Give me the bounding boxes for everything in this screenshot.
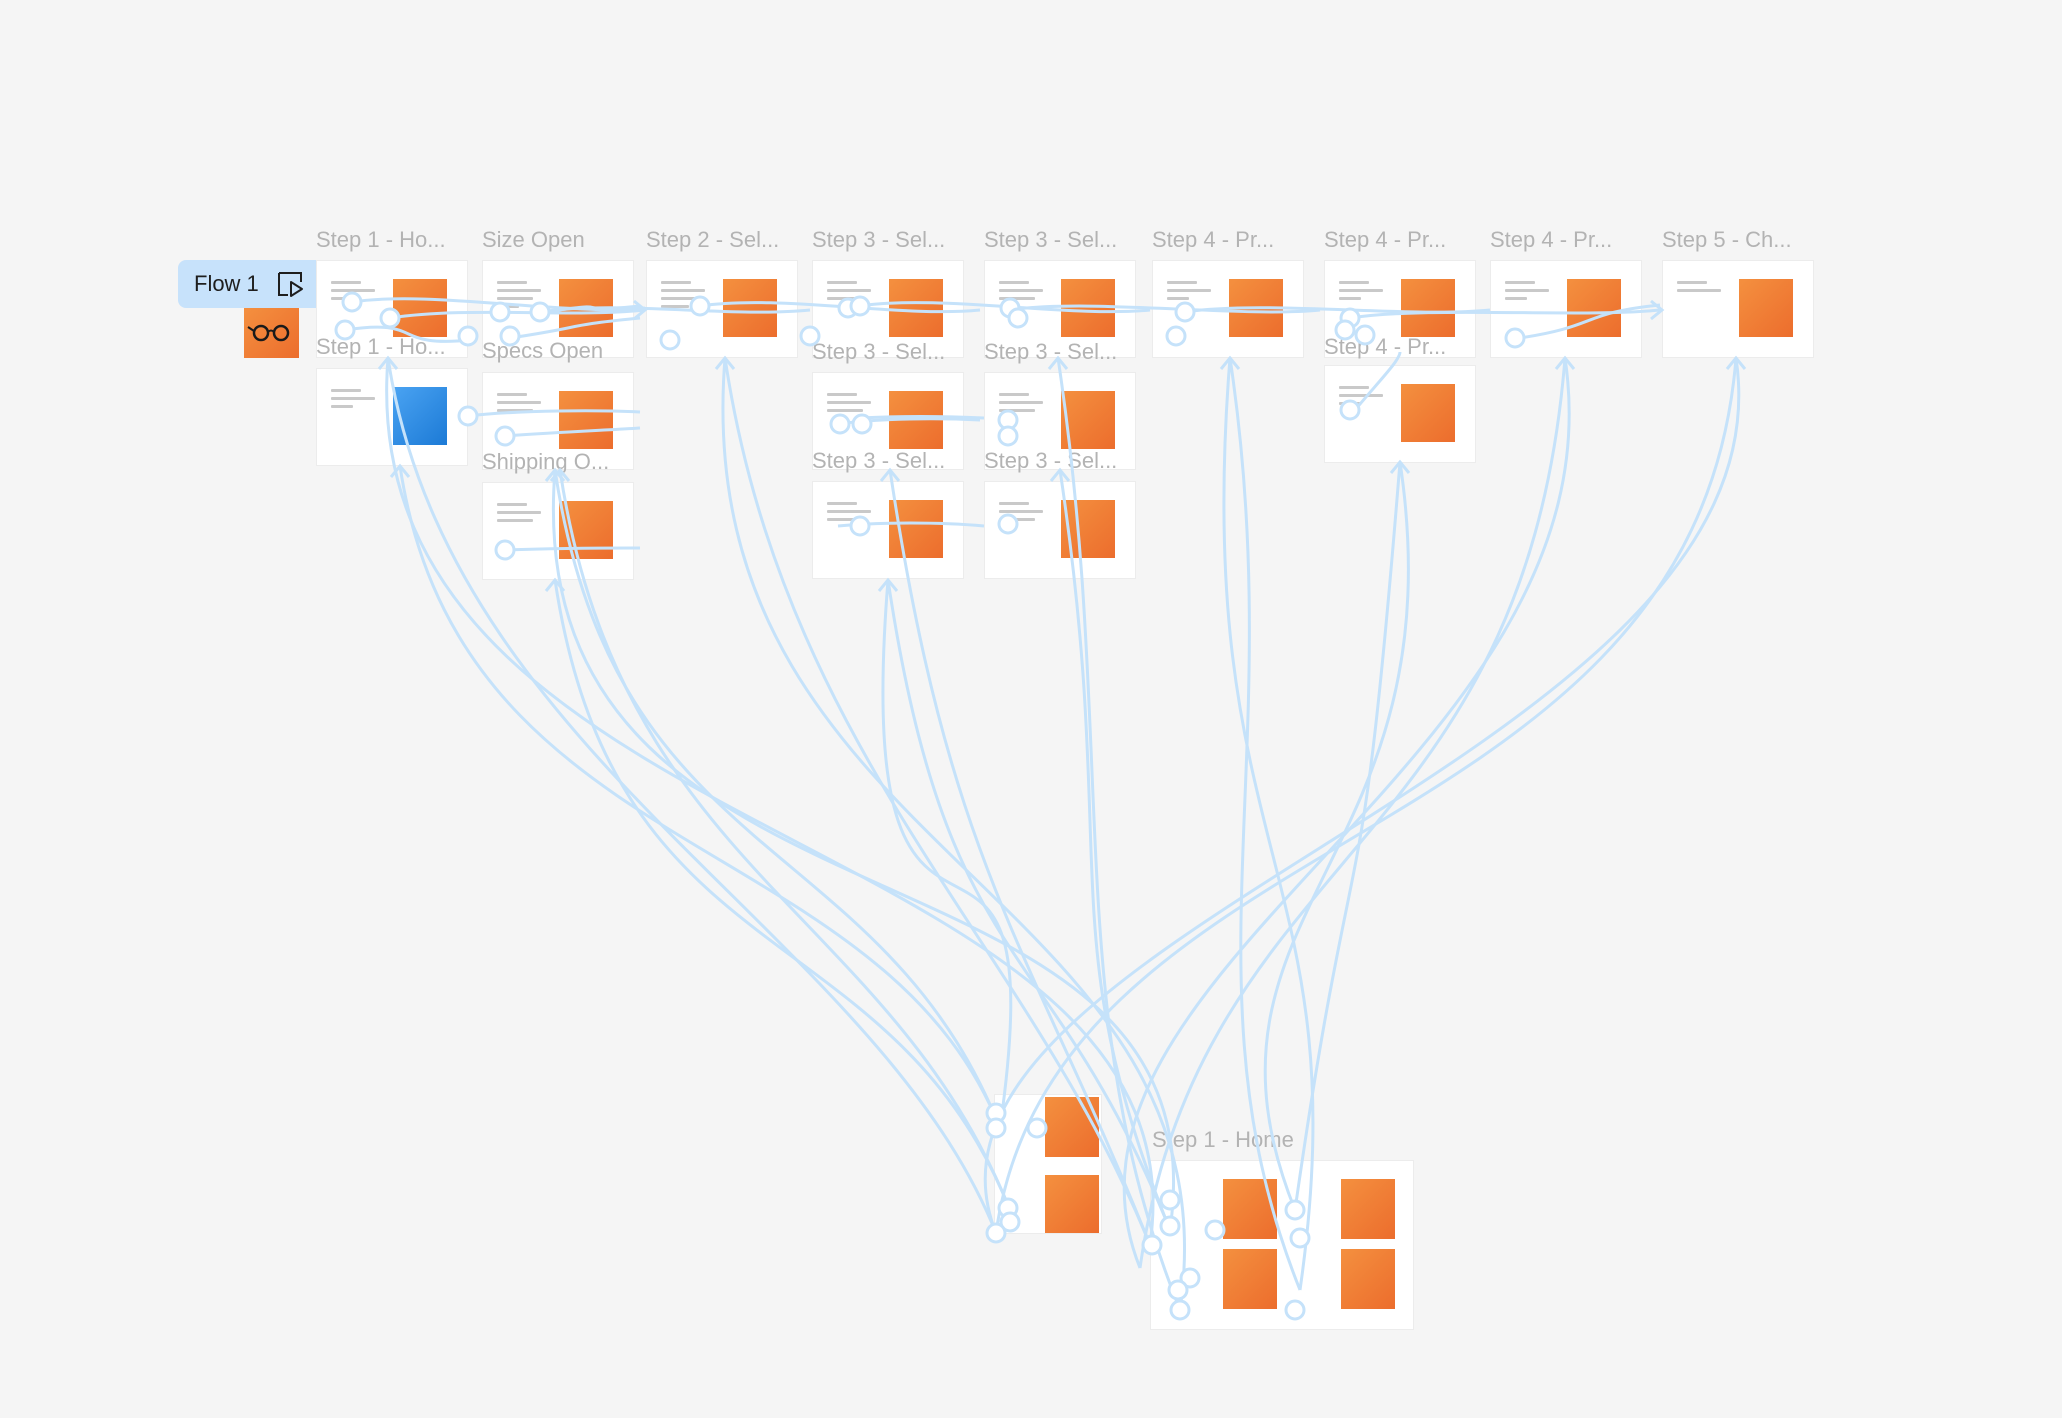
flow-label: Flow 1 xyxy=(194,271,259,297)
frame-text xyxy=(331,281,375,305)
product-photo xyxy=(393,279,447,337)
frame-text xyxy=(999,281,1043,305)
product-photo xyxy=(559,391,613,449)
connection-line xyxy=(546,580,564,591)
product-photo xyxy=(1045,1175,1099,1233)
flow-start-thumbnail xyxy=(244,308,299,358)
frame-label-step3-select-d[interactable]: Step 3 - Sel... xyxy=(984,339,1117,365)
product-photo xyxy=(1739,279,1793,337)
frame-label-step4-preview-a[interactable]: Step 4 - Pr... xyxy=(1152,227,1274,253)
frame-label-step3-select-f[interactable]: Step 3 - Sel... xyxy=(984,448,1117,474)
frame-label-step3-select-c[interactable]: Step 3 - Sel... xyxy=(812,339,945,365)
product-photo xyxy=(1061,279,1115,337)
connection-line xyxy=(560,470,1010,1210)
frame-step5-checkout[interactable] xyxy=(1662,260,1814,358)
frame-step4-preview-d[interactable] xyxy=(1324,365,1476,463)
product-photo xyxy=(889,279,943,337)
connection-line xyxy=(391,466,409,477)
frame-unlabeled-bottom[interactable] xyxy=(994,1094,1102,1234)
frame-text xyxy=(331,389,375,413)
frame-label-step1-home-a[interactable]: Step 1 - Ho... xyxy=(316,227,446,253)
connection-line xyxy=(555,580,1010,1210)
frame-label-step3-select-a[interactable]: Step 3 - Sel... xyxy=(812,227,945,253)
connection-line xyxy=(1295,462,1400,1210)
product-photo xyxy=(889,500,943,558)
frame-text xyxy=(1505,281,1549,305)
connection-line xyxy=(1727,358,1745,369)
product-photo xyxy=(1401,279,1455,337)
product-photo xyxy=(1341,1179,1395,1239)
frame-step1-home-b[interactable] xyxy=(316,368,468,466)
product-photo xyxy=(1341,1249,1395,1309)
connection-line xyxy=(1651,301,1662,319)
flow-starting-point[interactable]: Flow 1 xyxy=(178,260,316,308)
frame-text xyxy=(999,393,1043,417)
frame-label-specs-open[interactable]: Specs Open xyxy=(482,338,603,364)
frame-label-size-open[interactable]: Size Open xyxy=(482,227,585,253)
frame-label-step1-home-c[interactable]: Step 1 - Home xyxy=(1152,1127,1294,1153)
frame-label-step4-preview-b[interactable]: Step 4 - Pr... xyxy=(1324,227,1446,253)
connection-line xyxy=(883,580,1011,1128)
frame-label-step1-home-b[interactable]: Step 1 - Ho... xyxy=(316,334,446,360)
connection-line xyxy=(879,580,897,591)
frame-text xyxy=(497,281,541,313)
product-photo xyxy=(559,501,613,559)
frame-text xyxy=(1167,281,1211,305)
glasses-icon xyxy=(247,322,297,344)
frame-step3-select-e[interactable] xyxy=(812,481,964,579)
connection-line xyxy=(1265,462,1408,1210)
frame-step4-preview-a[interactable] xyxy=(1152,260,1304,358)
play-frame-icon[interactable] xyxy=(276,270,306,298)
frame-label-step3-select-b[interactable]: Step 3 - Sel... xyxy=(984,227,1117,253)
frame-label-step2-select[interactable]: Step 2 - Sel... xyxy=(646,227,779,253)
frame-text xyxy=(1339,281,1383,305)
frame-step4-preview-c[interactable] xyxy=(1490,260,1642,358)
product-photo xyxy=(559,279,613,337)
frame-text xyxy=(1677,281,1721,297)
product-photo xyxy=(1223,1249,1277,1309)
frame-text xyxy=(661,281,705,313)
frame-step2-select[interactable] xyxy=(646,260,798,358)
product-photo xyxy=(889,391,943,449)
product-photo xyxy=(1229,279,1283,337)
frame-text xyxy=(827,393,871,417)
product-photo xyxy=(1061,391,1115,449)
frame-step3-select-f[interactable] xyxy=(984,481,1136,579)
frame-text xyxy=(497,393,541,417)
frame-label-step4-preview-d[interactable]: Step 4 - Pr... xyxy=(1324,334,1446,360)
frame-step1-home-c[interactable] xyxy=(1150,1160,1414,1330)
product-photo xyxy=(1061,500,1115,558)
frame-label-step3-select-e[interactable]: Step 3 - Sel... xyxy=(812,448,945,474)
frame-text xyxy=(497,503,541,527)
connection-line xyxy=(1556,358,1574,369)
frame-text xyxy=(827,281,871,305)
frame-shipping-open[interactable] xyxy=(482,482,634,580)
frame-label-shipping-open[interactable]: Shipping O... xyxy=(482,449,609,475)
product-photo xyxy=(1401,384,1455,442)
connection-line xyxy=(1391,462,1409,473)
frame-text xyxy=(827,502,871,526)
connection-line xyxy=(716,358,734,369)
product-photo xyxy=(1223,1179,1277,1239)
frame-text xyxy=(1339,386,1383,410)
product-photo xyxy=(1567,279,1621,337)
connection-line xyxy=(634,301,645,319)
product-photo xyxy=(723,279,777,337)
product-photo-blue xyxy=(393,387,447,445)
connection-line xyxy=(1221,358,1239,369)
frame-text xyxy=(999,502,1043,526)
frame-label-step4-preview-c[interactable]: Step 4 - Pr... xyxy=(1490,227,1612,253)
frame-label-step5-checkout[interactable]: Step 5 - Ch... xyxy=(1662,227,1792,253)
product-photo xyxy=(1045,1097,1099,1157)
